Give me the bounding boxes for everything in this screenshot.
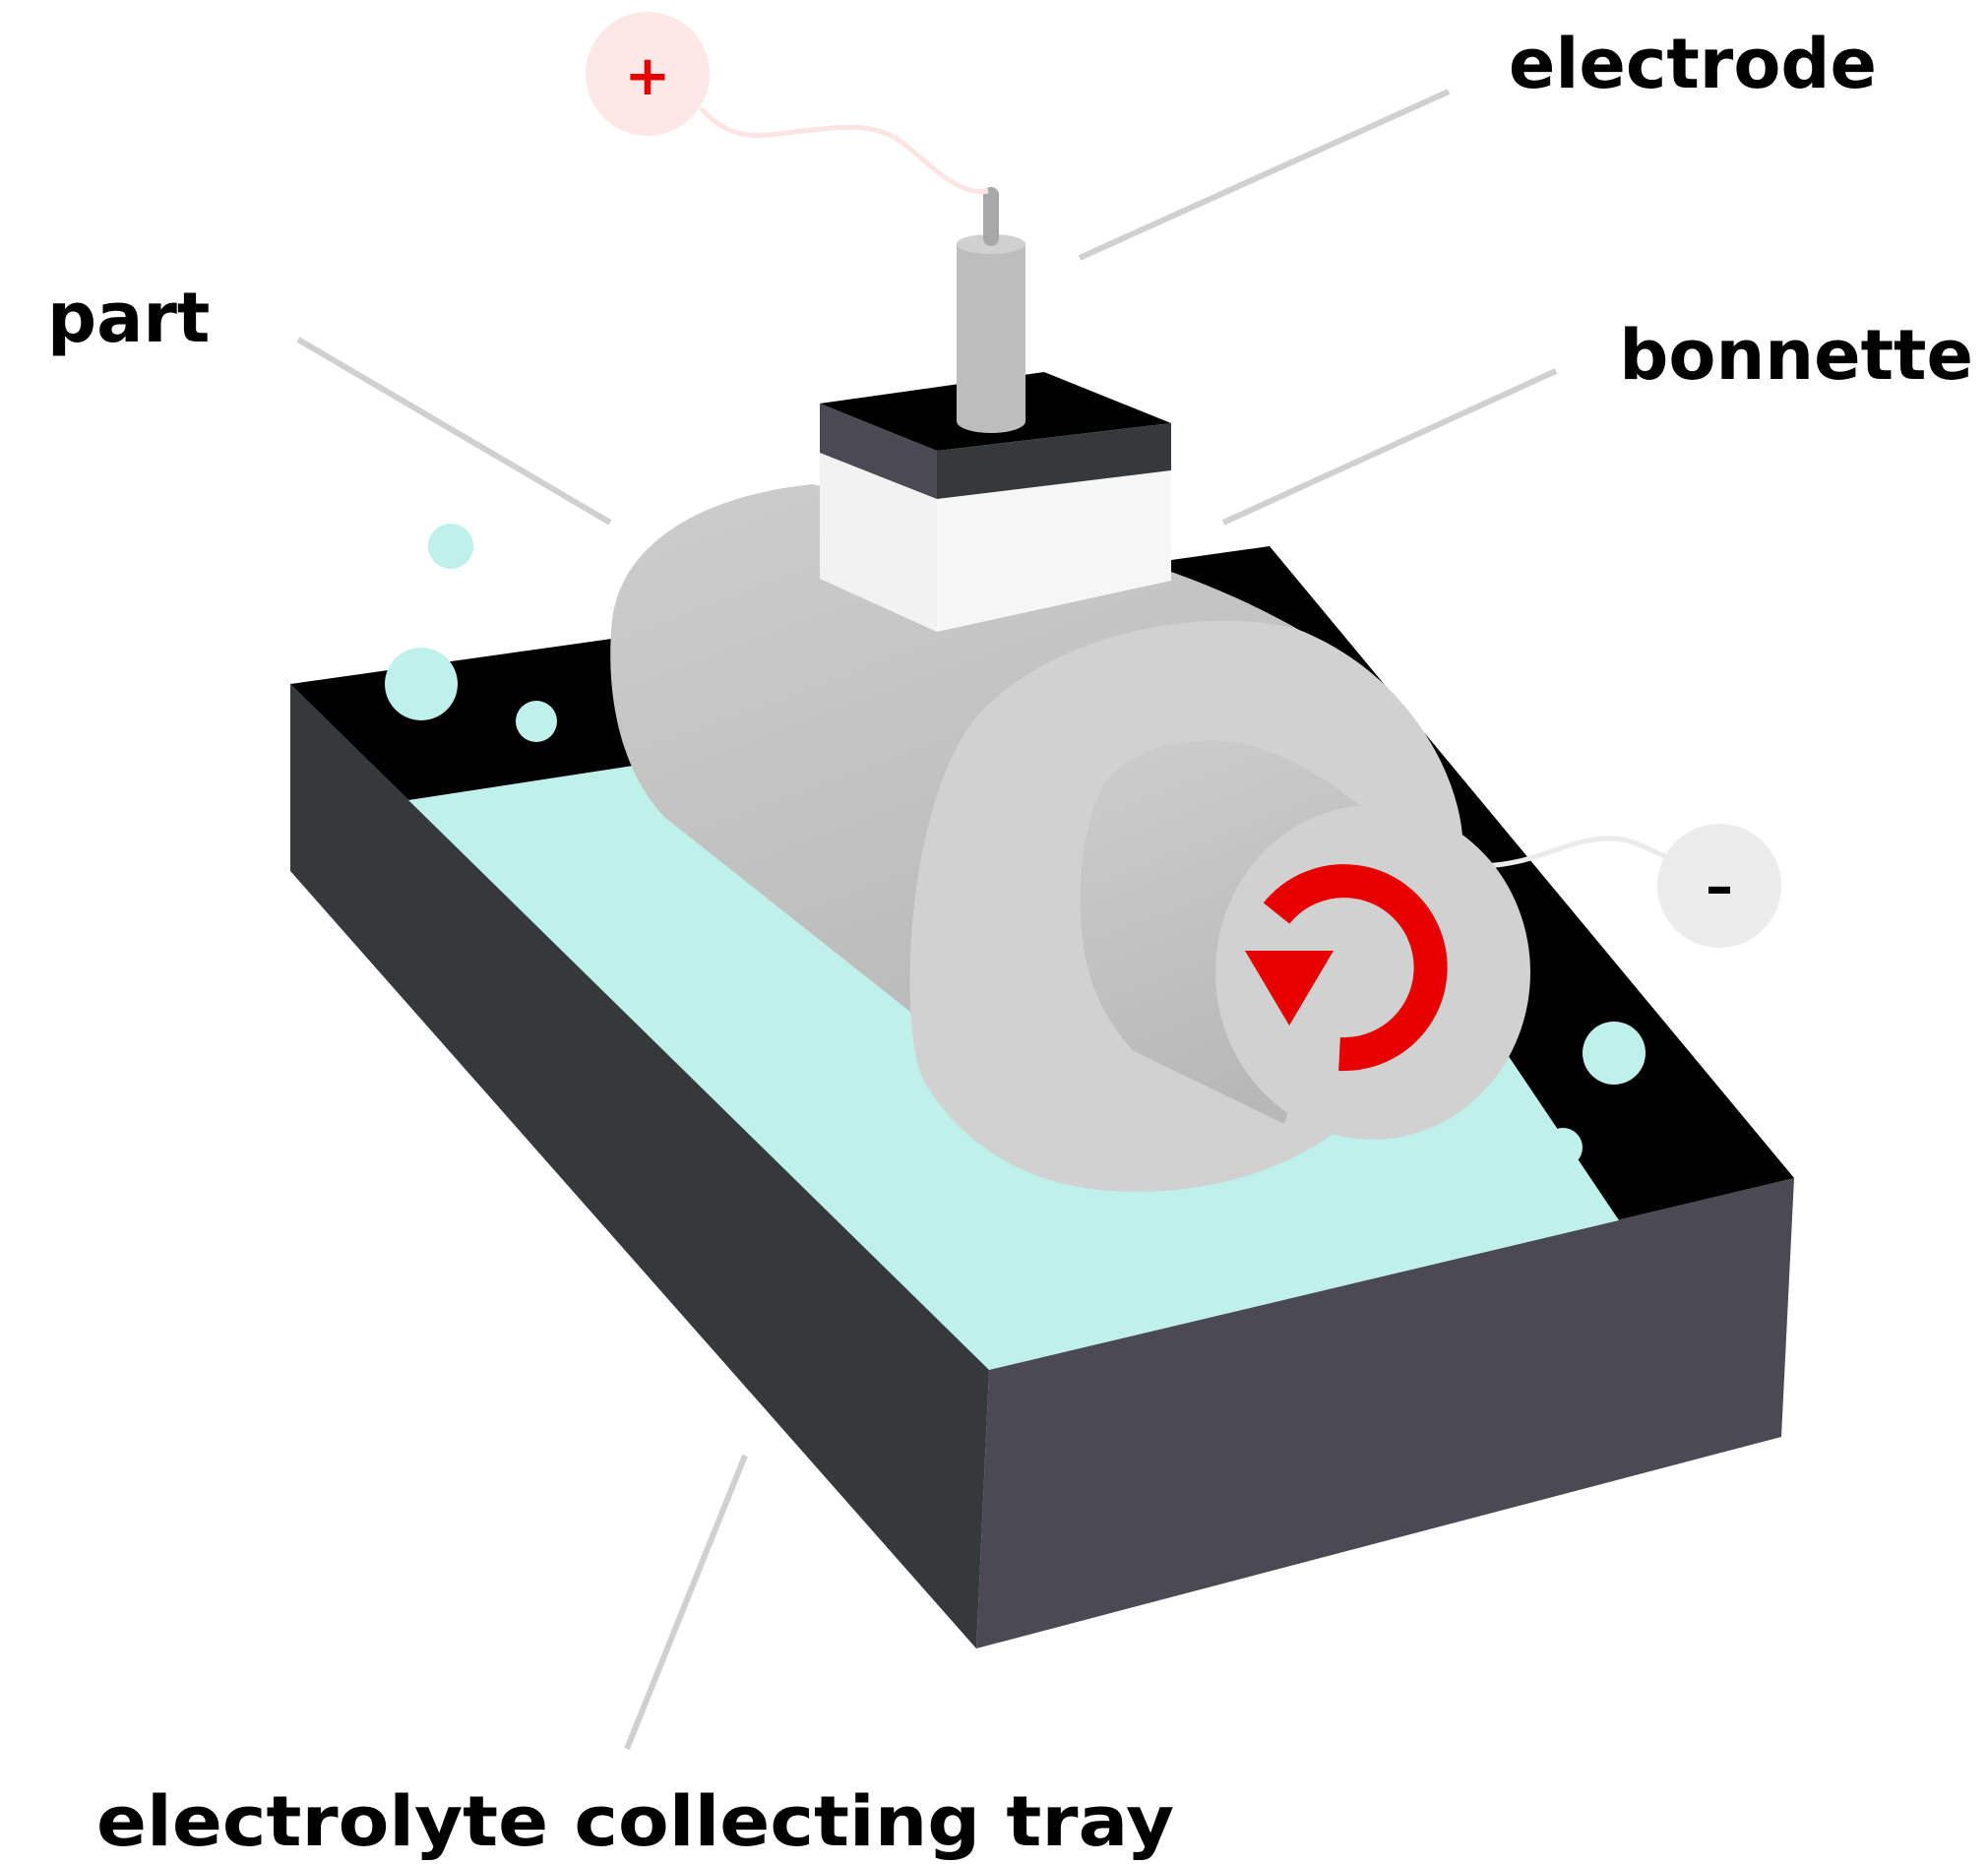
electrode-label: electrode xyxy=(1509,24,1877,104)
bonnette-right-side xyxy=(937,470,1171,632)
bonnette-leader xyxy=(1221,368,1558,526)
electrolyte-droplets xyxy=(385,524,1646,1167)
tray-left-side xyxy=(290,684,989,1648)
bonnette-label: bonnette xyxy=(1619,315,1973,396)
droplet xyxy=(516,701,557,742)
bonnette-band-right xyxy=(937,423,1171,499)
positive-terminal: + xyxy=(586,12,710,136)
rotation-arrow-icon xyxy=(1245,864,1448,1072)
negative-terminal: – xyxy=(1657,824,1781,948)
droplet xyxy=(1583,1022,1646,1085)
droplet xyxy=(385,648,458,720)
part xyxy=(610,484,1530,1192)
negative-wire xyxy=(1475,836,1672,869)
electrode-pin xyxy=(983,187,999,246)
bonnette-band-left xyxy=(820,404,937,499)
tray-leader xyxy=(624,1454,748,1751)
tray-front-side xyxy=(976,1178,1794,1648)
electrode-body xyxy=(957,244,1025,421)
negative-terminal-sign: – xyxy=(1706,855,1733,919)
electrode-bottom xyxy=(957,409,1025,433)
tray-label: electrolyte collecting tray xyxy=(96,1781,1174,1862)
part-leader xyxy=(296,337,612,526)
electrode xyxy=(957,187,1025,433)
electrode-leader xyxy=(1078,89,1451,261)
bonnette-left-side xyxy=(820,453,937,632)
leader-lines xyxy=(296,89,1558,1751)
bonnette xyxy=(820,372,1171,632)
positive-terminal-sign: + xyxy=(625,44,671,108)
droplet xyxy=(1543,1128,1583,1167)
part-label: part xyxy=(47,278,210,358)
positive-wire xyxy=(699,106,989,195)
droplet xyxy=(428,524,473,569)
